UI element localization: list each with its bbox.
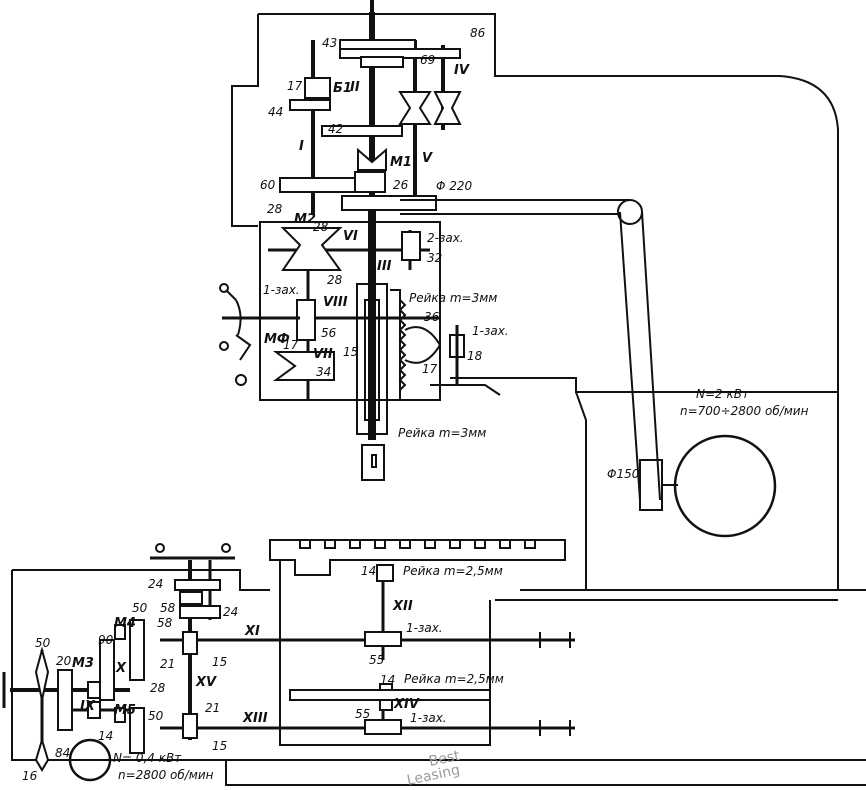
gear-16: 16: [22, 769, 38, 783]
clutch-m5: M5: [114, 703, 136, 718]
gear-17-mid: 17: [283, 338, 299, 352]
gear-84: 84: [55, 746, 70, 760]
worm-1-start-label-left: 1-зах.: [263, 283, 300, 297]
rack-3mm-lower: Рейка m=3мм: [398, 426, 486, 440]
main-motor-speed: n=700÷2800 об/мин: [680, 404, 809, 418]
gear-28-left: 28: [267, 202, 283, 216]
gear-50-bottom: 50: [148, 709, 164, 723]
clutch-m3: M3: [72, 656, 94, 671]
gear-60: 60: [260, 178, 276, 192]
shaft-IX: IX: [80, 699, 96, 714]
shaft-III: III: [377, 259, 392, 274]
shaft-II: II: [350, 80, 360, 95]
gear-58-bottom: 58: [157, 616, 173, 630]
feed-motor-power: N= 0,4 кВт: [113, 751, 182, 765]
worm-1-start-label-bottom: 1-зах.: [410, 711, 447, 725]
block-b1: Б1: [333, 81, 352, 96]
shaft-XIII: XIII: [242, 711, 268, 726]
shaft-V: V: [422, 151, 433, 166]
gear-86: 86: [470, 26, 486, 40]
shaft-XI: XI: [244, 624, 260, 639]
watermark-line1: Best: [428, 748, 462, 770]
main-motor-belt: [400, 199, 777, 538]
feed-motor-speed: n=2800 об/мин: [118, 768, 214, 782]
gear-14-bottom: 14: [380, 673, 395, 687]
annotations: Φ 220 Φ150 2-зах. 1-зах. 1-зах. 1-зах. 1…: [113, 179, 809, 789]
shaft-VI: VI: [343, 229, 358, 244]
gear-14-top: 14: [361, 564, 376, 578]
gear-36: 36: [424, 310, 440, 324]
pulley-150-label: Φ150: [607, 467, 640, 481]
shaft-XII: XII: [392, 599, 413, 614]
shaft-IV: IV: [454, 63, 470, 78]
shaft-VII: VII: [313, 347, 333, 362]
shaft-X: X: [115, 661, 127, 676]
work-table: [269, 539, 566, 576]
gear-28-right: 28: [313, 220, 329, 234]
gear-26: 26: [393, 178, 409, 192]
quill-assembly: [219, 283, 501, 481]
gear-15-bottom: 15: [212, 739, 227, 753]
feed-controls: [2, 543, 235, 782]
rack-2-5mm-upper: Рейка m=2,5мм: [403, 564, 503, 578]
clutch-mf: MФ: [264, 332, 290, 347]
gear-42: 42: [328, 122, 343, 136]
worm-1-start-label-right: 1-зах.: [472, 324, 509, 338]
gear-28-feed: 28: [150, 681, 166, 695]
gear-14-feed: 14: [98, 729, 113, 743]
gear-55-bottom: 55: [355, 707, 370, 721]
gear-15-quill: 15: [343, 345, 358, 359]
gear-44: 44: [268, 105, 283, 119]
gear-24-left: 24: [148, 577, 163, 591]
gear-90: 90: [98, 633, 114, 647]
worm-1-start-label-table: 1-зах.: [406, 621, 443, 635]
gear-58-top: 58: [160, 601, 176, 615]
gear-counts: 43 86 69 17 44 42 60 26 28 28 28 32 56 1…: [22, 26, 486, 783]
shaft-XIV: XIV: [393, 697, 420, 712]
clutch-m2: M2: [294, 212, 316, 227]
gear-50-left: 50: [35, 636, 51, 650]
gear-28-bottom: 28: [327, 273, 343, 287]
gear-blocks-upper: [272, 39, 462, 381]
gear-21-bottom: 21: [205, 701, 220, 715]
rack-2-5mm-lower: Рейка m=2,5мм: [404, 672, 504, 686]
gear-32: 32: [427, 251, 442, 265]
gear-50-top: 50: [132, 601, 148, 615]
shaft-VIII: VIII: [323, 295, 348, 310]
gear-20: 20: [56, 654, 72, 668]
shaft-labels: I II III IV V VI VII VIII IX X XI XII XI…: [72, 63, 470, 726]
shaft-I: I: [299, 139, 304, 154]
clutch-m4: M4: [114, 616, 136, 631]
clutch-m1: M1: [390, 155, 412, 170]
gear-55-top: 55: [369, 653, 384, 667]
gear-18: 18: [467, 349, 483, 363]
gear-69: 69: [420, 53, 435, 67]
pulley-220-label: Φ 220: [436, 179, 473, 193]
gear-56: 56: [321, 326, 337, 340]
rack-3mm-upper: Рейка m=3мм: [409, 291, 497, 305]
gear-15-top: 15: [212, 655, 227, 669]
gear-43: 43: [322, 36, 337, 50]
gear-blocks-lower: [34, 564, 491, 772]
gear-17-upper: 17: [287, 79, 303, 93]
gear-34: 34: [316, 365, 331, 379]
worm-2-start-label: 2-зах.: [427, 231, 464, 245]
shaft-XV: XV: [195, 675, 217, 690]
gear-17-right: 17: [422, 362, 438, 376]
main-motor-power: N=2 кВт: [696, 387, 750, 401]
gear-21-top: 21: [160, 657, 175, 671]
machine-frame: [11, 13, 866, 786]
gear-24-right: 24: [223, 605, 238, 619]
